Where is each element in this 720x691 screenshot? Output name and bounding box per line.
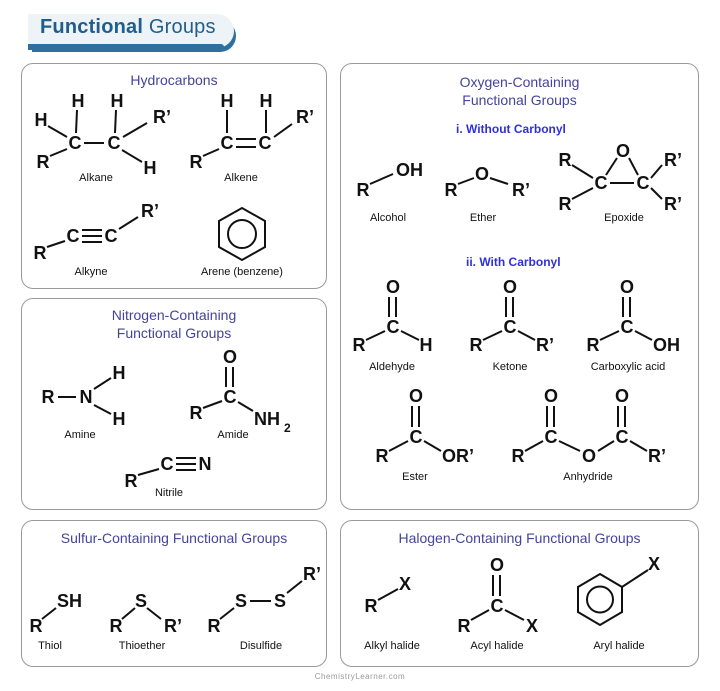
page-title-bold: Functional bbox=[40, 16, 144, 38]
footer-credit: ChemistryLearner.com bbox=[314, 672, 406, 681]
label-alkene: Alkene bbox=[224, 172, 258, 184]
panel-title-hydrocarbons: Hydrocarbons bbox=[130, 72, 218, 88]
label-carboxylic-acid: Carboxylic acid bbox=[590, 361, 666, 373]
subheading-with-carbonyl: ii. With Carbonyl bbox=[466, 255, 561, 269]
panel-title-oxygen-2: Functional Groups bbox=[462, 92, 577, 108]
label-anhydride: Anhydride bbox=[563, 471, 613, 483]
label-aldehyde: Aldehyde bbox=[369, 361, 415, 373]
label-ketone: Ketone bbox=[492, 361, 528, 373]
label-disulfide: Disulfide bbox=[239, 640, 283, 652]
page-title: Functional Groups bbox=[40, 16, 216, 39]
label-nitrile: Nitrile bbox=[154, 487, 184, 499]
label-alkyne: Alkyne bbox=[74, 266, 108, 278]
label-aryl-halide: Aryl halide bbox=[593, 640, 645, 652]
label-thiol: Thiol bbox=[38, 640, 62, 652]
panel-title-nitrogen-1: Nitrogen-Containing bbox=[111, 307, 237, 323]
panel-hydrocarbons: Hydrocarbons bbox=[21, 63, 327, 289]
label-alcohol: Alcohol bbox=[369, 212, 407, 224]
panel-sulfur: Sulfur-Containing Functional Groups bbox=[21, 520, 327, 667]
label-ester: Ester bbox=[402, 471, 428, 483]
page-title-rest: Groups bbox=[148, 16, 216, 38]
panel-title-sulfur: Sulfur-Containing Functional Groups bbox=[60, 530, 288, 546]
label-arene: Arene (benzene) bbox=[201, 266, 283, 278]
panel-oxygen: Oxygen-Containing Functional Groups bbox=[340, 63, 699, 510]
label-amine: Amine bbox=[64, 429, 96, 441]
panel-title-nitrogen-2: Functional Groups bbox=[116, 325, 232, 341]
label-alkyl-halide: Alkyl halide bbox=[364, 640, 420, 652]
panel-title-halogen: Halogen-Containing Functional Groups bbox=[398, 530, 641, 546]
label-ether: Ether bbox=[469, 212, 497, 224]
subheading-without-carbonyl: i. Without Carbonyl bbox=[456, 122, 566, 136]
panel-halogen: Halogen-Containing Functional Groups bbox=[340, 520, 699, 667]
label-thioether: Thioether bbox=[118, 640, 166, 652]
panel-title-oxygen-1: Oxygen-Containing bbox=[459, 74, 580, 90]
label-epoxide: Epoxide bbox=[604, 212, 644, 224]
label-alkane: Alkane bbox=[79, 172, 113, 184]
title-banner bbox=[28, 14, 234, 48]
label-amide: Amide bbox=[217, 429, 249, 441]
title-underline bbox=[28, 44, 224, 50]
label-acyl-halide: Acyl halide bbox=[470, 640, 524, 652]
panel-nitrogen: Nitrogen-Containing Functional Groups bbox=[21, 298, 327, 510]
